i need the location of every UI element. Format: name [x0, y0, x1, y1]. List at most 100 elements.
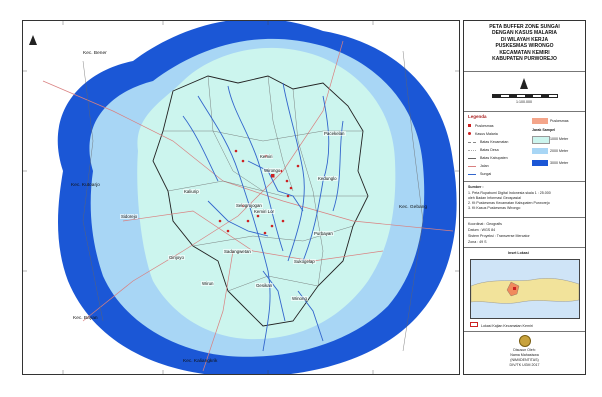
village-label: Pacekelan	[323, 131, 346, 136]
malaria-case-point	[241, 159, 245, 163]
malaria-case-point	[263, 231, 267, 235]
inset-caption: Lokasi Kajian Kecamatan Kemiri	[470, 322, 533, 328]
legend-item: Batas Desa	[468, 148, 499, 152]
village-label: Selogrojogan	[235, 203, 263, 208]
village-label: Girijoyo	[168, 255, 185, 260]
legend-item: Sungai	[468, 172, 491, 176]
region-bener: Kec. Bener	[83, 51, 107, 56]
sources-heading: Sumber :	[468, 185, 484, 189]
legend-item-label: 2000 Meter	[550, 149, 569, 153]
map-title-line: KECAMATAN KEMIRI	[499, 49, 550, 56]
projection-line: Koordinat : Geografis	[468, 222, 502, 226]
source-line: 2. Kt Puskesmas Kecamatan Kabupaten Purw…	[468, 201, 550, 205]
legend-item-label: Kasus Malaria	[475, 132, 498, 136]
line-icon	[468, 157, 476, 159]
village-label: Kemiri Lor	[253, 209, 276, 214]
north-arrow-icon	[29, 35, 37, 45]
legend-item-label: Puskesmas	[550, 119, 569, 123]
projection-line: Sistem Proyeksi : Transverse Mercator	[468, 234, 530, 238]
legend-item: Kasus Malaria	[468, 132, 498, 136]
malaria-case-point	[286, 194, 290, 198]
institution-logo-icon	[519, 335, 531, 347]
author-line: Disusun Oleh:	[513, 348, 536, 352]
inset-map	[470, 259, 580, 319]
malaria-case-point	[218, 219, 222, 223]
study-area-kemiri	[152, 75, 369, 327]
author-line: (NIM/IDENTITAS)	[510, 358, 539, 362]
village-label: Sidorejo	[120, 214, 139, 219]
river-icon	[468, 173, 476, 175]
legend-item: Batas Kecamatan	[468, 140, 508, 144]
author-line: DIV/TK UGM 2017	[509, 363, 540, 367]
inset-section: Inset Lokasi Lokasi Kajian Kecamatan Kem…	[464, 247, 585, 332]
inset-caption-text: Lokasi Kajian Kecamatan Kemiri	[481, 324, 533, 328]
compass-icon	[520, 78, 528, 89]
legend-item: Jalan	[468, 164, 489, 168]
legend-subheading: Jarak Sampel	[532, 128, 556, 132]
legend-swatch	[532, 118, 548, 124]
projection-line: Zona : 49 S	[468, 240, 487, 244]
malaria-case-point	[285, 179, 289, 183]
village-label: Wirongo	[263, 168, 282, 173]
map-title-line: DI WILAYAH KERJA	[500, 36, 549, 43]
malaria-case-point	[256, 214, 260, 218]
malaria-case-point	[234, 149, 238, 153]
malaria-case-point	[289, 186, 293, 190]
author-section: Disusun Oleh: Nama Mahasiswa (NIM/IDENTI…	[464, 331, 585, 375]
scale-section: 1:100.000	[464, 71, 585, 112]
map-title: PETA BUFFER ZONE SUNGAI DENGAN KASUS MAL…	[468, 24, 581, 62]
legend-item: Puskesmas	[468, 124, 494, 128]
source-line: 1. Peta Rupabumi Digital Indonesia skala…	[468, 191, 551, 195]
scale-bar	[492, 94, 558, 98]
puskesmas-icon	[271, 174, 275, 178]
malaria-case-icon	[468, 132, 471, 135]
malaria-case-point	[296, 164, 300, 168]
village-label: Sukogelap	[293, 259, 316, 264]
line-icon	[468, 149, 476, 151]
map-canvas	[23, 21, 459, 374]
legend-swatch	[532, 148, 548, 154]
source-line: oleh Badan Informasi Geospasial	[468, 196, 521, 200]
projection-section: Koordinat : Geografis Datum : WGS 84 Sis…	[464, 217, 585, 248]
village-label: Kedunglo	[317, 176, 338, 181]
map-title-line: DENGAN KASUS MALARIA	[492, 30, 557, 37]
malaria-case-point	[226, 229, 230, 233]
village-label: Kemiri	[259, 154, 274, 159]
buffer-1000m	[137, 47, 396, 340]
legend-item-label: Batas Kecamatan	[480, 140, 509, 144]
legend-section: Legenda Puskesmas Kasus Malaria Batas Ke…	[464, 111, 585, 182]
legend-swatch	[532, 136, 550, 144]
map-title-line: PUSKESMAS WIRONGO	[495, 43, 554, 50]
line-icon	[468, 165, 476, 167]
malaria-case-point	[270, 224, 274, 228]
legend-item-label: Jalan	[480, 164, 489, 168]
map-frame: Kec. Bener Kec. Kutoarjo Kec. Gebang Kec…	[22, 20, 460, 375]
rivers	[182, 82, 344, 352]
legend-item-label: 3000 Meter	[550, 161, 569, 165]
malaria-case-point	[246, 219, 250, 223]
village-label: Kaliurip	[183, 189, 200, 194]
legend-item-label: 1000 Meter	[550, 137, 569, 141]
legend-item-label: Sungai	[480, 172, 492, 176]
line-icon	[468, 141, 476, 143]
legend-item-label: Puskesmas	[475, 124, 494, 128]
graticule-ticks	[23, 21, 459, 374]
village-label: Gesikan	[255, 283, 274, 288]
village-label: Purbayan	[313, 231, 334, 236]
region-bayan: Kec. Bayan	[73, 316, 98, 321]
sources-section: Sumber : 1. Peta Rupabumi Digital Indone…	[464, 181, 585, 218]
region-kaliangkrik: Kec. Kaliangkrik	[183, 359, 218, 364]
map-title-line: PETA BUFFER ZONE SUNGAI	[489, 24, 560, 30]
legend-panel: PETA BUFFER ZONE SUNGAI DENGAN KASUS MAL…	[463, 20, 586, 375]
inset-heading: Inset Lokasi	[508, 251, 529, 255]
scale-text: 1:100.000	[516, 100, 532, 104]
legend-item-label: Batas Kabupaten	[480, 156, 508, 160]
legend-heading: Legenda	[468, 114, 487, 119]
map-title-line: KABUPATEN PURWOREJO	[492, 56, 557, 63]
village-label: Sadangwetan	[223, 249, 252, 254]
source-line: 3. Kt Kasus Puskesmas Wirongo	[468, 206, 521, 210]
puskesmas-icon	[468, 124, 471, 127]
region-kutoarjo: Kec. Kutoarjo	[71, 183, 100, 188]
legend-item-label: Batas Desa	[480, 148, 499, 152]
projection-line: Datum : WGS 84	[468, 228, 496, 232]
